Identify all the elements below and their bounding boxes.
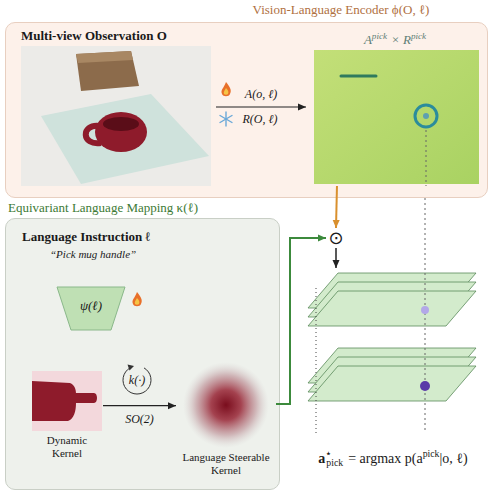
product-operator: ⊙	[326, 228, 346, 248]
formula-part: pick	[411, 31, 426, 41]
heatmap-panel: Apick× Rpick	[306, 28, 484, 186]
dynamic-kernel: Dynamic Kernel	[31, 371, 103, 460]
formula-part: pick	[372, 31, 387, 41]
panel-heading: Language Instruction ℓ	[22, 229, 150, 245]
observation-image: Multi-view Observation O	[21, 28, 216, 186]
observation-photo	[21, 46, 211, 186]
formula-part: = argmax p(a	[348, 451, 423, 466]
formula-part: ⋆	[325, 448, 332, 459]
connector	[276, 235, 326, 404]
formula-part: |o, ℓ)	[440, 451, 468, 466]
connector	[333, 186, 340, 228]
arrowhead	[168, 402, 176, 409]
connector-line	[103, 405, 176, 406]
formula-part: A	[364, 32, 372, 47]
connector	[333, 248, 340, 268]
action-volume: a⋆pick= argmax p(apick|o, ℓ)	[298, 268, 488, 472]
edge-label: SO(2)	[125, 411, 154, 426]
formula-part: pick	[326, 457, 343, 468]
instruction-text: “Pick mug handle”	[50, 248, 136, 260]
formula-part: a	[318, 451, 325, 466]
formula-part: × R	[391, 32, 411, 47]
affordance-heatmap	[306, 46, 484, 186]
arrowhead	[298, 104, 306, 111]
action-layers	[298, 268, 488, 433]
text-line: a⋆pick= argmax p(apick|o, ℓ)	[298, 445, 488, 472]
arrowhead	[333, 220, 340, 228]
connector-line	[335, 186, 338, 228]
panel-title: Vision-Language Encoder ϕ(O, ℓ)	[196, 2, 486, 18]
connector-line	[276, 238, 326, 404]
connector-line	[335, 248, 337, 268]
steerable-kernel: Language Steerable Kernel	[176, 361, 276, 477]
connector	[216, 104, 306, 111]
formula-part: pick	[423, 448, 440, 459]
text-line: Apick× Rpick	[306, 28, 484, 44]
panel-title: Equivariant Language Mapping κ(ℓ)	[8, 200, 198, 216]
arrowhead	[333, 260, 340, 268]
language-encoder-trapezoid: ψ(ℓ)	[56, 286, 126, 331]
arrow-label: R(O, ℓ)	[243, 112, 278, 127]
connector	[103, 402, 176, 409]
operator-symbol: ⊙	[326, 228, 346, 248]
kernel-image	[32, 371, 102, 431]
encoder-panel: Vision-Language Encoder ϕ(O, ℓ)Multi-vie…	[5, 22, 488, 198]
steerable-kernel-image	[181, 361, 271, 449]
kernel-caption: Dynamic Kernel	[31, 434, 103, 460]
arrowhead	[318, 235, 326, 242]
encoder-label: ψ(ℓ)	[56, 286, 126, 326]
language-panel: Equivariant Language Mapping κ(ℓ)Languag…	[5, 218, 280, 490]
connector-line	[216, 106, 306, 107]
edge-label: A(o, ℓ)	[245, 87, 277, 102]
panel-heading: Multi-view Observation O	[21, 28, 216, 44]
kernel-caption: Language Steerable Kernel	[176, 451, 276, 477]
operator-label: k(·)	[129, 373, 145, 388]
